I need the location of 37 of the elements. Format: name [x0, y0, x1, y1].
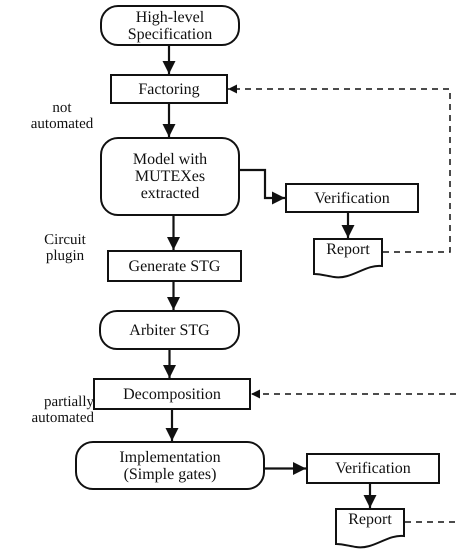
node-label: Verification	[314, 190, 390, 206]
process-box	[285, 183, 419, 213]
arrow	[251, 390, 456, 398]
node-label: Model with MUTEXes extracted	[132, 151, 208, 202]
annotation-text: partially automated	[30, 394, 94, 426]
annotation-text: not automated	[30, 100, 94, 132]
rounded-process-box	[100, 137, 240, 216]
document-node	[335, 508, 405, 548]
arrow	[162, 350, 176, 378]
rounded-process-box	[100, 5, 240, 46]
arrow	[162, 46, 176, 74]
arrow	[228, 84, 451, 253]
rounded-process-box	[99, 310, 240, 350]
node-label: Arbiter STG	[129, 322, 210, 338]
node-label: Implementation (Simple gates)	[118, 448, 222, 482]
node-label: Verification	[335, 460, 411, 477]
process-box	[93, 378, 251, 410]
arrow	[240, 168, 285, 205]
arrow	[166, 216, 180, 250]
document-node	[313, 238, 383, 278]
node-label: Report	[348, 511, 392, 528]
process-box	[306, 453, 440, 484]
node-label: High-level Specification	[126, 8, 214, 42]
arrow	[363, 484, 377, 508]
arrow	[162, 104, 176, 137]
arrow	[166, 282, 180, 310]
annotation-text: Circuit plugin	[43, 232, 87, 264]
node-label: Decomposition	[123, 386, 221, 402]
arrow	[341, 213, 355, 238]
arrow	[165, 410, 179, 441]
rounded-process-box	[75, 441, 265, 490]
process-box	[110, 74, 228, 104]
process-box	[107, 250, 242, 282]
node-label: Generate STG	[128, 258, 220, 274]
node-label: Factoring	[138, 80, 200, 98]
arrow	[265, 462, 306, 476]
node-label: Report	[326, 241, 370, 258]
